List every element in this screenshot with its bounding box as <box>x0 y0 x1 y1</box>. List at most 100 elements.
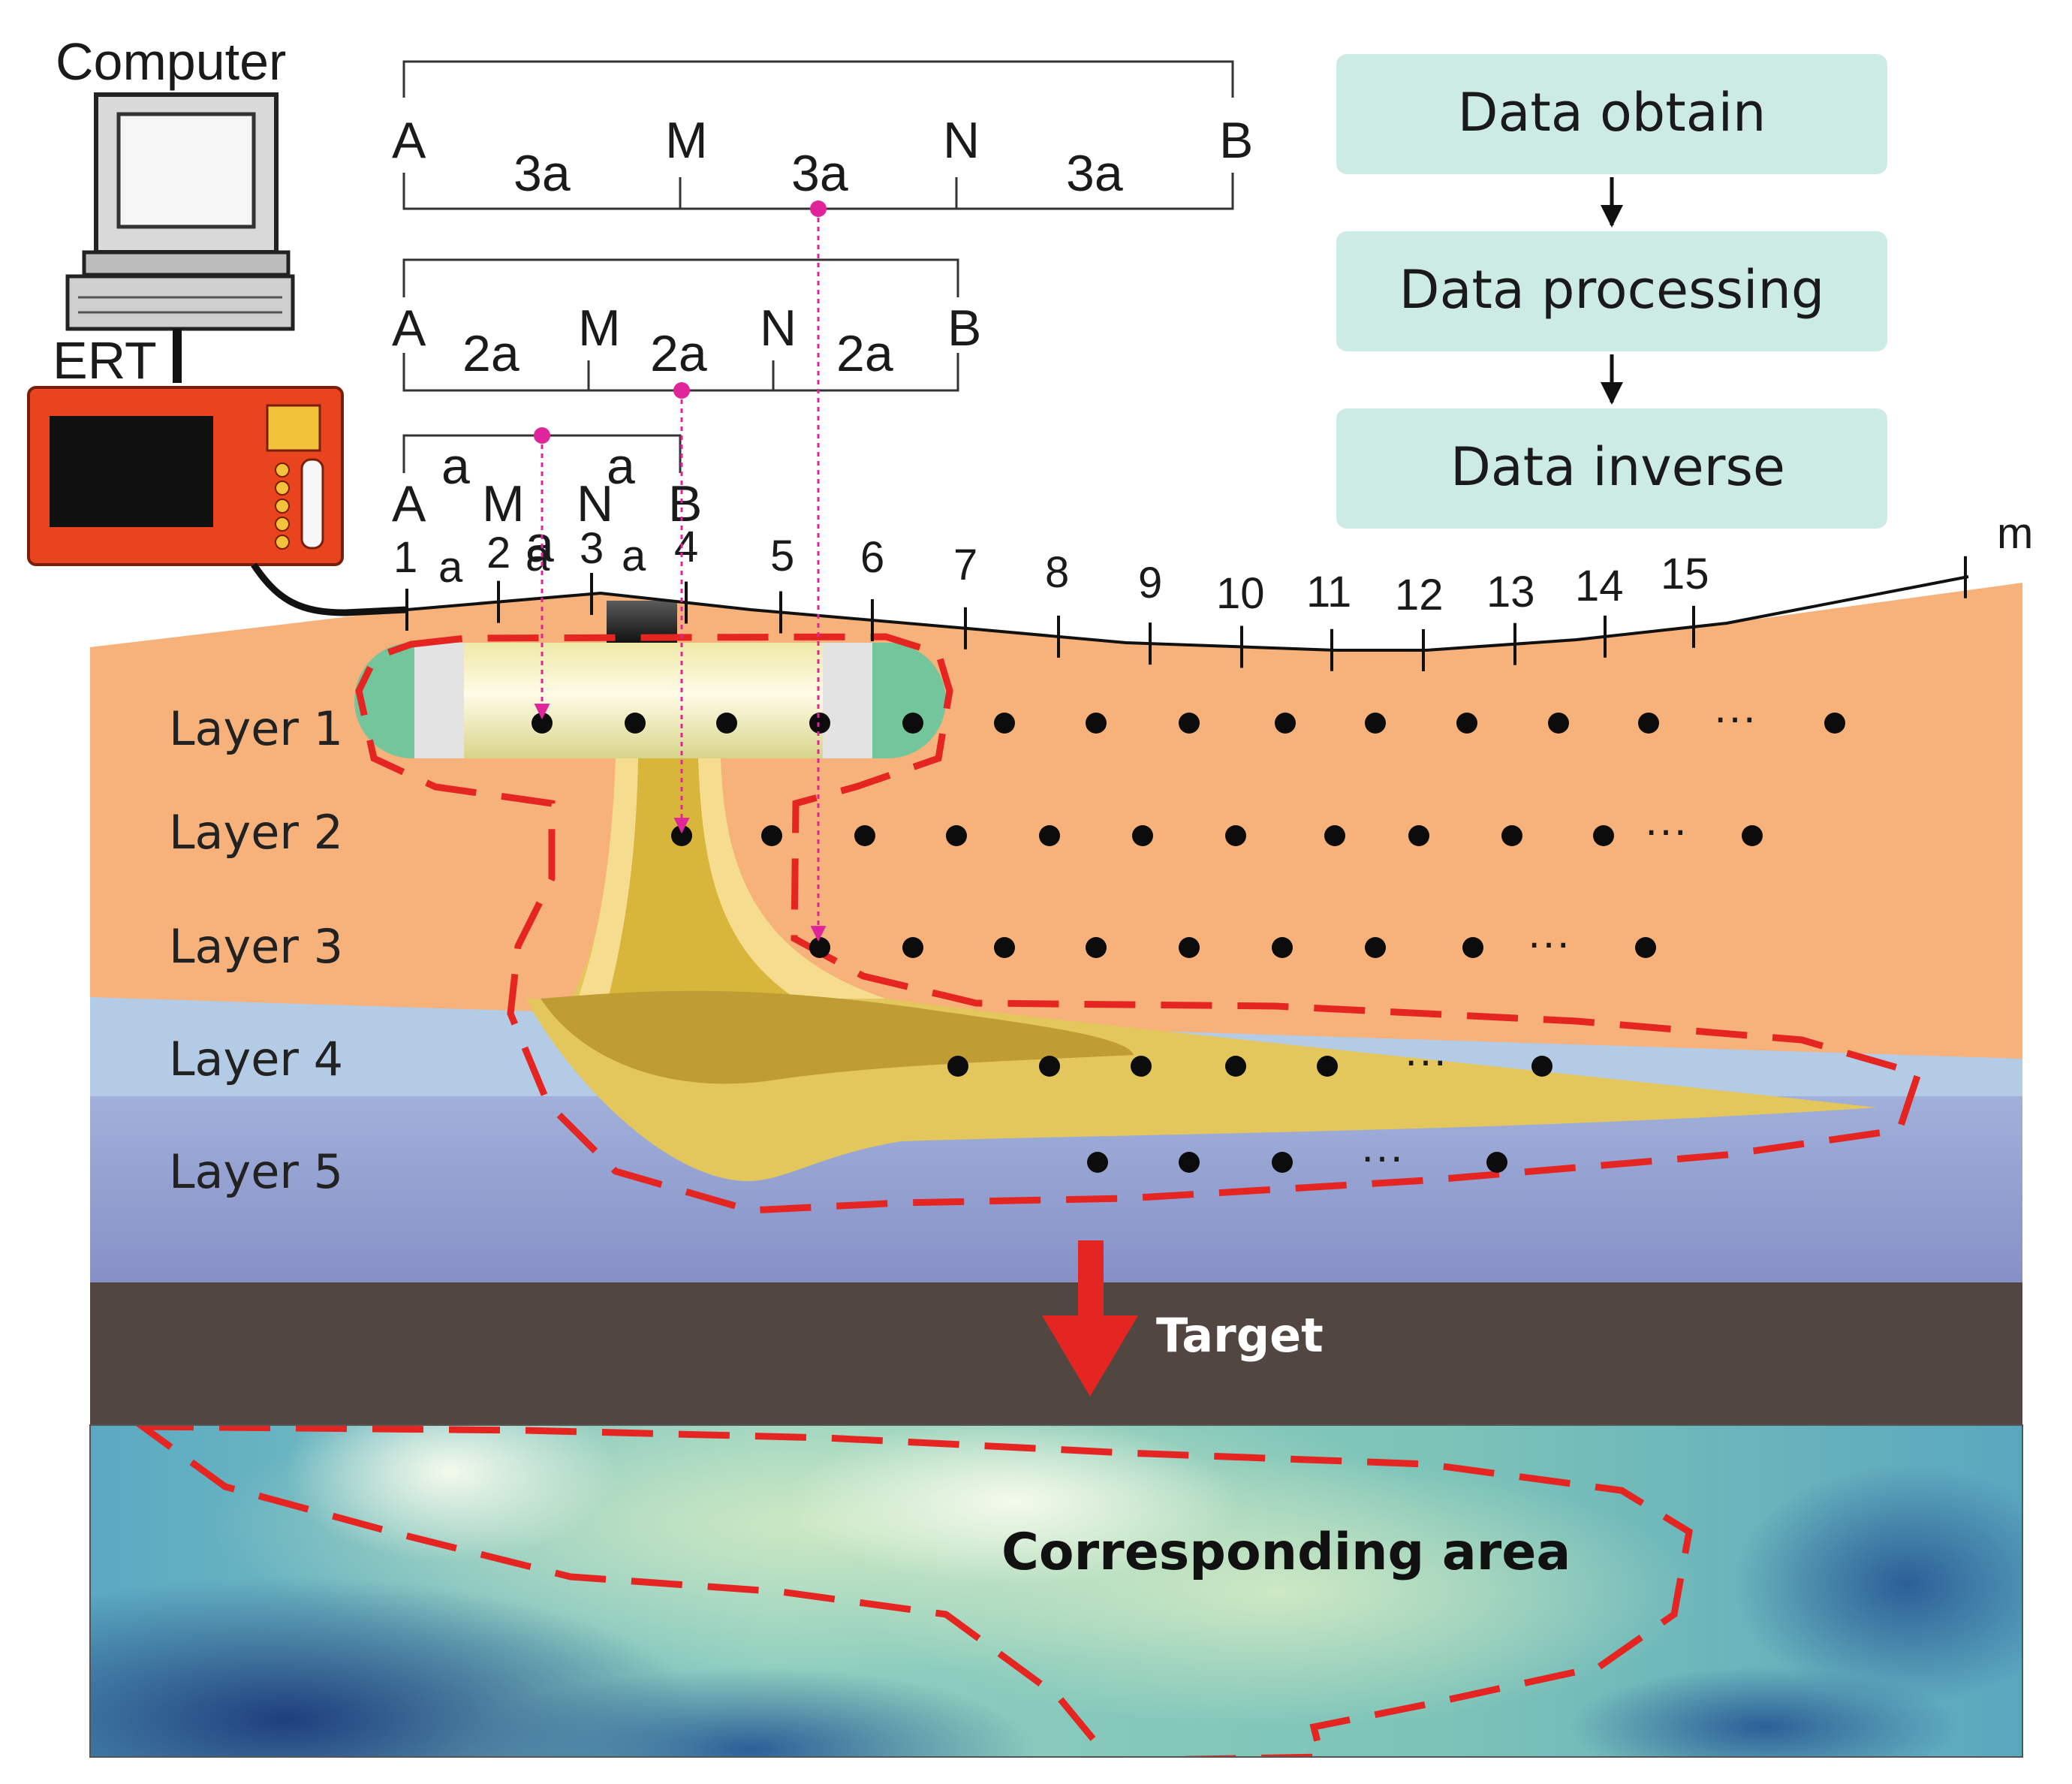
array-a-spacing-2: a <box>607 438 635 495</box>
measurement-point <box>716 713 737 734</box>
ellipsis-row-4: ··· <box>1404 1036 1447 1085</box>
measurement-point <box>1635 937 1656 958</box>
measurement-point <box>947 1056 968 1077</box>
workflow-chart: Data obtain Data processing Data inverse <box>1336 54 1887 529</box>
array-3a-electrode-n: N <box>943 112 980 169</box>
measurement-point <box>1456 713 1477 734</box>
ert-cable <box>251 562 408 616</box>
computer-screen <box>116 112 256 229</box>
ellipsis-row-2: ··· <box>1644 806 1688 854</box>
array-a-electrode-n: N <box>577 475 613 532</box>
measurement-point <box>1131 1056 1152 1077</box>
tank-band-left <box>414 643 464 758</box>
layer-label-3: Layer 3 <box>169 919 343 974</box>
layer-label-4: Layer 4 <box>169 1032 343 1086</box>
ert-button-4 <box>275 517 290 532</box>
result-anomaly-boundary <box>134 1425 1693 1757</box>
measurement-point <box>902 713 923 734</box>
measurement-point <box>1824 713 1845 734</box>
measurement-point <box>809 937 830 958</box>
electrode-number-10: 10 <box>1216 569 1265 618</box>
measurement-point <box>1501 825 1522 846</box>
measurement-point <box>854 825 875 846</box>
measurement-point <box>1132 825 1153 846</box>
measurement-point <box>1179 1152 1200 1173</box>
ert-button-2 <box>275 481 290 496</box>
ert-display <box>50 416 213 527</box>
measurement-point <box>1039 1056 1060 1077</box>
flow-step-processing <box>1336 231 1887 351</box>
flow-step-obtain-label: Data obtain <box>1458 82 1766 143</box>
measurement-point <box>1317 1056 1338 1077</box>
electrode-number-15: 15 <box>1661 550 1709 598</box>
measurement-point <box>625 713 646 734</box>
profile-unit: m <box>1997 509 2033 558</box>
computer-link-cable <box>173 329 182 383</box>
array-a-electrode-m: M <box>482 475 525 532</box>
measurement-point <box>994 713 1015 734</box>
subsurface-cross-section: Layer 1 Layer 2 Layer 3 Layer 4 Layer 5 … <box>90 583 2022 1425</box>
storage-tank <box>354 601 946 758</box>
result-frame <box>89 1424 2023 1758</box>
electrode-number-14: 14 <box>1575 562 1624 610</box>
bedrock-band <box>90 1282 2022 1425</box>
measurement-point <box>1742 825 1763 846</box>
measurement-point <box>671 825 692 846</box>
array-a-electrode-b: B <box>668 475 702 532</box>
electrode-number-1: 1 <box>393 533 417 582</box>
measurement-point <box>1365 713 1386 734</box>
result-low-zone-right-2 <box>1569 1667 1959 1757</box>
tank-band-right <box>823 643 872 758</box>
measurement-point <box>1225 1056 1246 1077</box>
array-2a-spacing-2: 2a <box>650 325 707 382</box>
profile-spacing-1: a <box>438 543 463 592</box>
array-2a-electrode-n: N <box>760 300 797 357</box>
projection-source-2a <box>673 382 690 399</box>
plume-core <box>608 758 796 999</box>
array-3a-electrode-b: B <box>1219 112 1253 169</box>
array-2a-electrode-b: B <box>947 300 981 357</box>
result-label: Corresponding area <box>1001 1523 1571 1582</box>
target-arrow-head <box>1042 1315 1138 1397</box>
ert-button-5 <box>275 535 290 550</box>
projection-source-a <box>534 427 550 444</box>
electrode-number-5: 5 <box>770 532 794 580</box>
electrode-numbers: 1 2 3 4 5 6 7 8 9 10 11 12 13 14 15 m <box>393 509 2033 619</box>
layer-label-2: Layer 2 <box>169 805 343 860</box>
array-2a-electrode-m: M <box>578 300 621 357</box>
layer-label-1: Layer 1 <box>169 701 343 756</box>
electrode-number-12: 12 <box>1395 571 1444 619</box>
measurement-point <box>1086 937 1107 958</box>
electrode-ticks <box>405 556 1967 671</box>
flow-step-processing-label: Data processing <box>1399 259 1825 321</box>
result-bright-spot-2 <box>788 1425 1239 1584</box>
measurement-point <box>1593 825 1614 846</box>
measurement-point <box>1087 1152 1108 1173</box>
profile-spacing-2: a <box>526 532 550 580</box>
electrode-number-13: 13 <box>1486 568 1535 616</box>
electrode-number-4: 4 <box>674 523 698 571</box>
measurement-point <box>1225 825 1246 846</box>
target-label: Target <box>1156 1308 1324 1363</box>
measurement-point <box>1039 825 1060 846</box>
ert-label: ERT <box>53 331 157 390</box>
ellipsis-row-1: ··· <box>1713 693 1757 742</box>
plume-dense-zone <box>541 990 1134 1084</box>
flow-step-obtain <box>1336 54 1887 174</box>
layer-label-5: Layer 5 <box>169 1144 343 1199</box>
contamination-boundary <box>355 633 1923 1214</box>
flow-step-inverse-label: Data inverse <box>1450 436 1785 498</box>
electrode-number-9: 9 <box>1138 559 1162 607</box>
array-3a-spacing-1: 3a <box>513 145 571 202</box>
measurement-point <box>1408 825 1429 846</box>
array-2a-electrode-a: A <box>392 300 426 357</box>
measurement-point <box>1179 713 1200 734</box>
array-3a-electrode-a: A <box>392 112 426 169</box>
computer-keyboard <box>65 274 295 331</box>
measurement-point <box>1179 937 1200 958</box>
array-2a-top-bracket <box>402 258 959 297</box>
measurement-projections <box>534 209 827 942</box>
array-2a-spacing-1: 2a <box>462 325 520 382</box>
target-arrow-shaft <box>1078 1240 1104 1315</box>
